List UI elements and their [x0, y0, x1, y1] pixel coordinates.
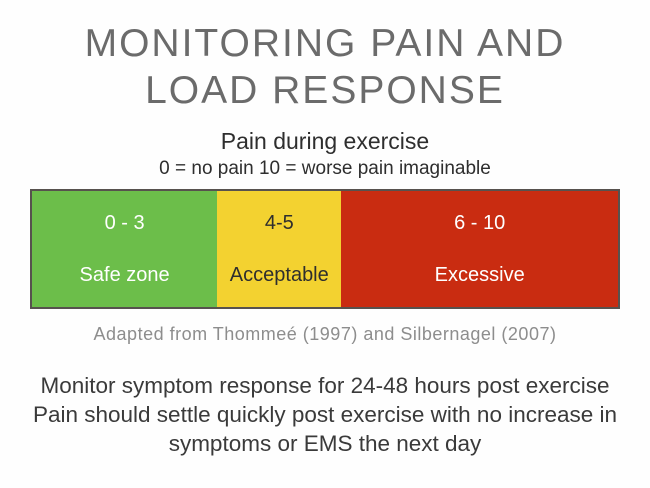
zone-safe-range: 0 - 3 — [104, 212, 145, 234]
pain-scale-note: 0 = no pain 10 = worse pain imaginable — [159, 158, 491, 179]
page-title-line-1: MONITORING PAIN AND — [84, 22, 566, 65]
zone-acceptable-range: 4-5 — [264, 212, 294, 234]
zone-acceptable: 4-5 Acceptable — [217, 191, 342, 307]
subtitle-pain-during-exercise: Pain during exercise — [220, 128, 430, 154]
zone-excessive-range: 6 - 10 — [454, 212, 506, 234]
zone-excessive-label: Excessive — [434, 264, 525, 286]
page-title-line-2: LOAD RESPONSE — [145, 69, 505, 112]
footer-line-1: Monitor symptom response for 24-48 hours… — [40, 373, 610, 398]
pain-scale-bar: 0 - 3 Safe zone 4-5 Acceptable 6 - 10 Ex… — [30, 189, 620, 309]
footer-instructions: Monitor symptom response for 24-48 hours… — [24, 371, 626, 458]
zone-safe-label: Safe zone — [79, 264, 170, 286]
citation: Adapted from Thommeé (1997) and Silberna… — [93, 324, 557, 344]
footer-line-2: Pain should settle quickly post exercise… — [32, 402, 618, 456]
zone-acceptable-label: Acceptable — [229, 264, 329, 286]
zone-safe: 0 - 3 Safe zone — [32, 191, 218, 307]
zone-excessive: 6 - 10 Excessive — [341, 191, 618, 307]
page-title: MONITORING PAIN AND LOAD RESPONSE — [85, 20, 566, 114]
